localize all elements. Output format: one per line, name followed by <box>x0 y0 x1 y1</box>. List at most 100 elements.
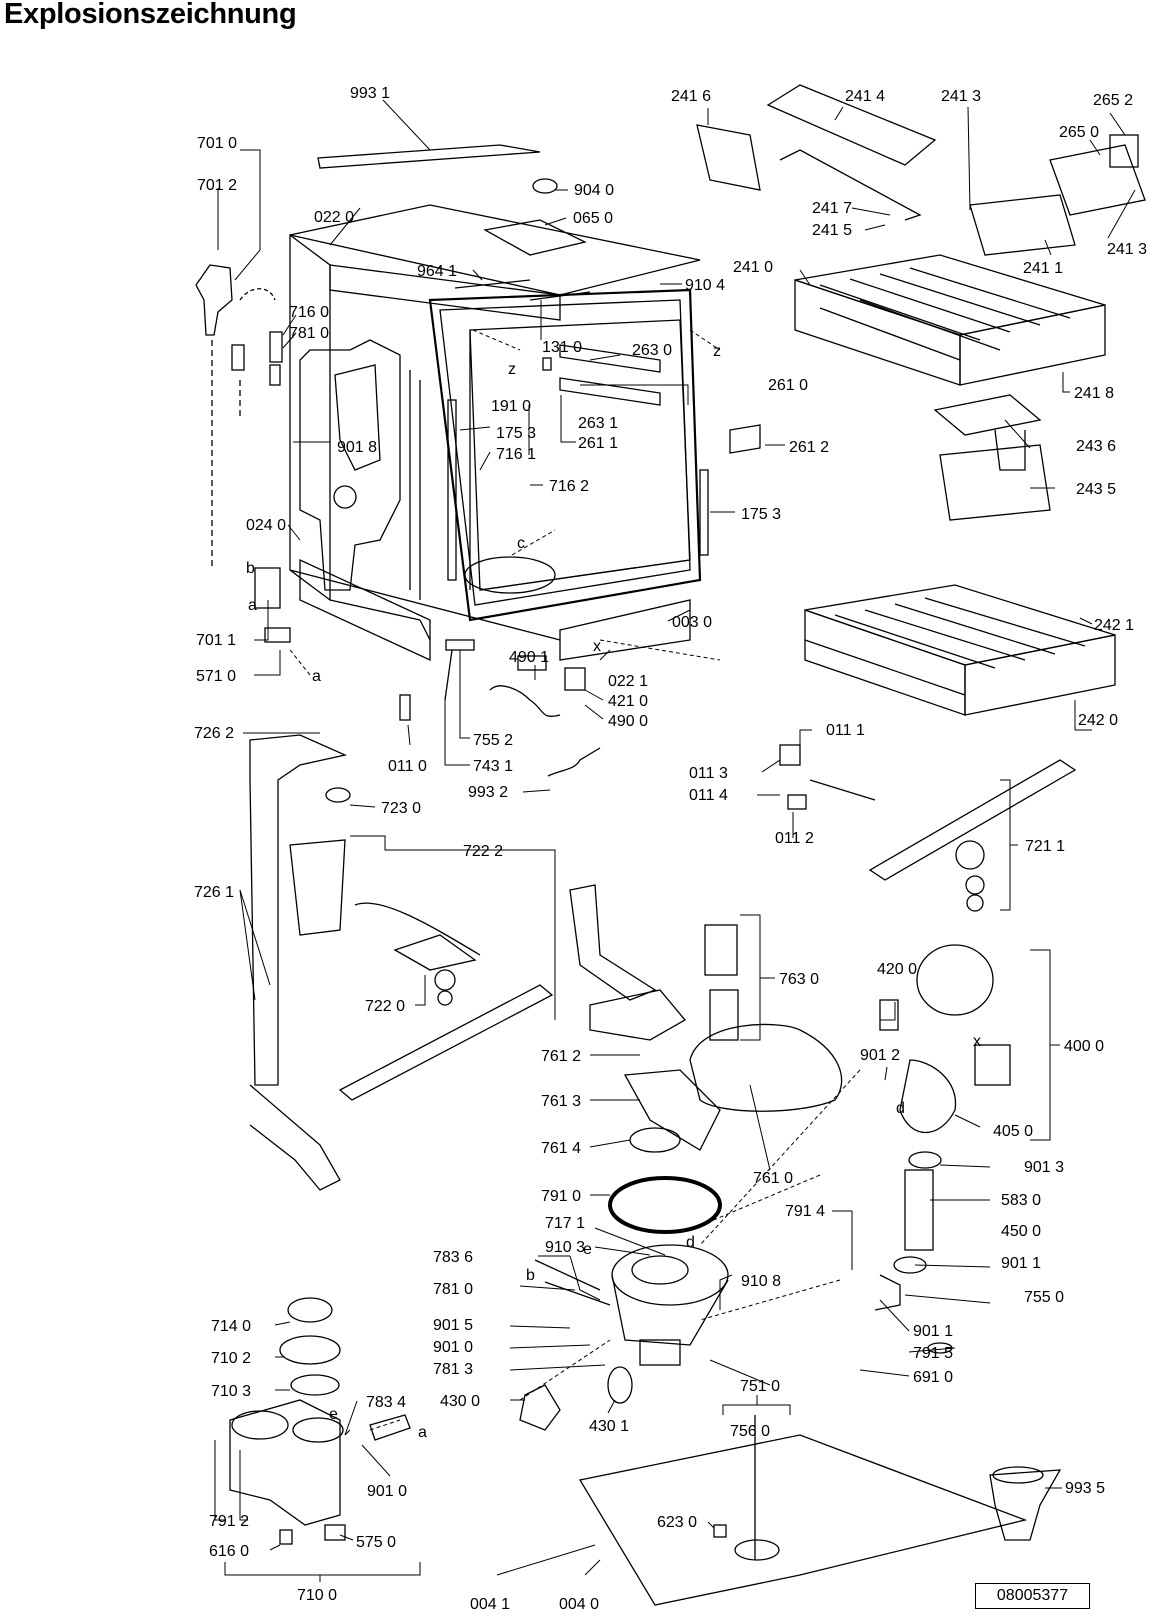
part-label: 993 5 <box>1065 1480 1105 1497</box>
part-label: 263 1 <box>578 415 618 432</box>
ref-letter: e <box>329 1406 338 1423</box>
part-label: 691 0 <box>913 1369 953 1386</box>
part-label: 910 8 <box>741 1273 781 1290</box>
part-label: 241 3 <box>1107 241 1147 258</box>
part-label: 901 5 <box>433 1317 473 1334</box>
part-label: 726 1 <box>194 884 234 901</box>
part-label: 003 0 <box>672 614 712 631</box>
part-label: 714 0 <box>211 1318 251 1335</box>
part-label: 261 2 <box>789 439 829 456</box>
part-label: 241 5 <box>812 222 852 239</box>
part-label: 716 2 <box>549 478 589 495</box>
part-label: 263 0 <box>632 342 672 359</box>
part-label: 761 2 <box>541 1048 581 1065</box>
base-tray <box>578 1415 1062 1606</box>
part-label: 022 1 <box>608 673 648 690</box>
part-label: 450 0 <box>1001 1223 1041 1240</box>
part-label: 761 3 <box>541 1093 581 1110</box>
part-label: 583 0 <box>1001 1192 1041 1209</box>
part-label: 710 0 <box>297 1587 337 1604</box>
part-label: 751 0 <box>740 1378 780 1395</box>
part-label: 430 0 <box>440 1393 480 1410</box>
ref-letter: x <box>973 1033 981 1050</box>
ref-letter: b <box>526 1267 535 1284</box>
ref-letter: a <box>418 1424 427 1441</box>
part-label: 964 1 <box>417 263 457 280</box>
part-label: 004 0 <box>559 1596 599 1613</box>
part-label: 791 2 <box>209 1513 249 1530</box>
part-label: 241 4 <box>845 88 885 105</box>
rail-parts <box>542 344 761 454</box>
part-label: 241 7 <box>812 200 852 217</box>
part-label: 421 0 <box>608 693 648 710</box>
part-label: 242 0 <box>1078 712 1118 729</box>
part-label: 722 2 <box>463 843 503 860</box>
part-label: 910 4 <box>685 277 725 294</box>
part-label: 571 0 <box>196 668 236 685</box>
part-label: 755 0 <box>1024 1289 1064 1306</box>
part-label: 783 6 <box>433 1249 473 1266</box>
part-label: 490 1 <box>509 649 549 666</box>
part-label: 490 0 <box>608 713 648 730</box>
top-strips <box>317 144 591 301</box>
part-label: 011 1 <box>826 722 865 739</box>
part-label: 131 0 <box>542 339 582 356</box>
part-label: 791 5 <box>913 1345 953 1362</box>
part-label: 265 2 <box>1093 92 1133 109</box>
part-label: 993 1 <box>350 85 390 102</box>
part-label: 791 4 <box>785 1203 825 1220</box>
part-label: 901 0 <box>433 1339 473 1356</box>
inner-pipe <box>569 884 686 1041</box>
power-parts <box>399 639 601 777</box>
part-label: 701 1 <box>196 632 236 649</box>
part-label: 011 0 <box>388 758 427 775</box>
part-label: 241 0 <box>733 259 773 276</box>
tub-door-opening <box>428 288 702 622</box>
part-label: 761 0 <box>753 1170 793 1187</box>
rack-accessories <box>696 84 1146 521</box>
part-label: 901 0 <box>367 1483 407 1500</box>
reference-letters: z z c x b a a x d e b e a d <box>246 343 981 1441</box>
part-label: 721 1 <box>1025 838 1065 855</box>
part-label: 243 6 <box>1076 438 1116 455</box>
part-label: 901 2 <box>860 1047 900 1064</box>
part-label: 011 4 <box>689 787 728 804</box>
part-label: 756 0 <box>730 1423 770 1440</box>
part-label: 701 2 <box>197 177 237 194</box>
part-label: 011 2 <box>775 830 814 847</box>
part-label: 420 0 <box>877 961 917 978</box>
tub-left-side <box>299 339 709 600</box>
part-label: 763 0 <box>779 971 819 988</box>
lower-basket <box>804 584 1116 716</box>
pump-heater <box>874 944 1011 1354</box>
part-label: 791 0 <box>541 1188 581 1205</box>
ref-letter: d <box>686 1234 695 1251</box>
part-label: 716 1 <box>496 446 536 463</box>
sump <box>519 1244 729 1431</box>
part-label: 175 3 <box>741 506 781 523</box>
part-label: 781 0 <box>433 1281 473 1298</box>
part-labels: 993 1 701 0 701 2 022 0 904 0 065 0 964 … <box>194 85 1147 1613</box>
part-label: 723 0 <box>381 800 421 817</box>
ref-letter: z <box>713 343 721 360</box>
part-label: 191 0 <box>491 398 531 415</box>
part-label: 722 0 <box>365 998 405 1015</box>
part-label: 904 0 <box>574 182 614 199</box>
upper-basket <box>794 254 1106 386</box>
part-label: 781 0 <box>289 325 329 342</box>
part-label: 243 5 <box>1076 481 1116 498</box>
ref-letter: b <box>246 560 255 577</box>
part-label: 004 1 <box>470 1596 510 1613</box>
part-label: 241 1 <box>1023 260 1063 277</box>
filters <box>608 924 843 1234</box>
part-label: 781 3 <box>433 1361 473 1378</box>
part-label: 901 3 <box>1024 1159 1064 1176</box>
ref-letter: a <box>248 597 257 614</box>
part-label: 022 0 <box>314 209 354 226</box>
part-label: 901 1 <box>1001 1255 1041 1272</box>
part-label: 261 1 <box>578 435 618 452</box>
part-label: 901 8 <box>337 439 377 456</box>
part-label: 024 0 <box>246 517 286 534</box>
part-label: 405 0 <box>993 1123 1033 1140</box>
